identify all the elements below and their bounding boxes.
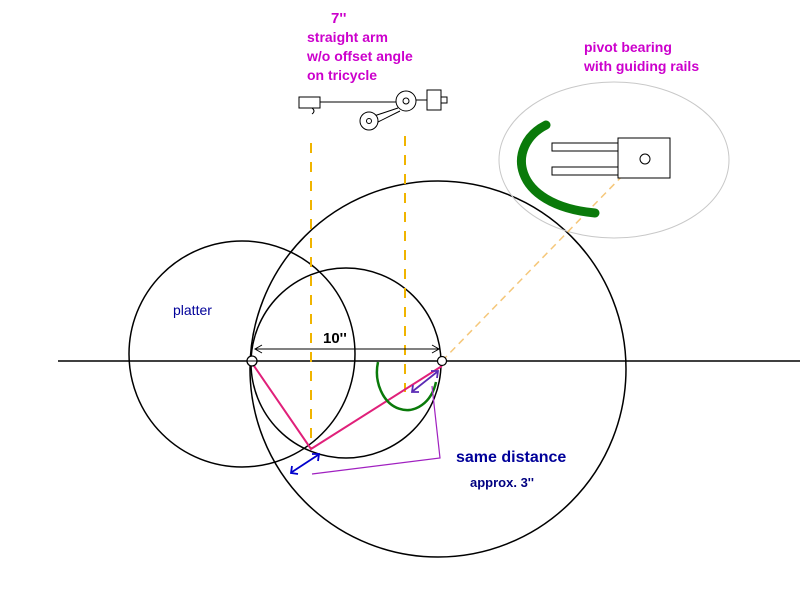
same-distance-label: same distance [456,449,566,466]
pivot-leader-line [441,169,629,362]
dimension-arrow-10 [253,344,441,354]
approx-label: approx. 3'' [470,475,534,490]
pivot-label-line1: pivot bearing [584,39,672,55]
pivot-point [436,355,448,367]
arm-label-line2: w/o offset angle [306,48,413,64]
middle-circle [250,267,442,459]
spindle-point [246,355,258,367]
arm-pink-lines [251,362,443,451]
arm-label-line1: straight arm [307,29,388,45]
pivot-label-line2: with guiding rails [583,58,699,74]
tonearm-icon [298,89,448,131]
pivot-green-arc [375,361,438,412]
arm-label-line3: on tricycle [307,67,377,83]
pivot-inset-ellipse [498,81,730,239]
large-circle [249,180,627,558]
platter-circle [128,240,356,468]
pivot-bearing-icon [517,120,671,218]
arm-length-label: 7'' [331,10,346,27]
arrow-double-icon [289,453,321,475]
platter-label: platter [173,302,212,318]
distance-label: 10'' [323,330,347,347]
same-distance-bracket [311,385,441,475]
arrow-double-icon-right [410,370,440,393]
